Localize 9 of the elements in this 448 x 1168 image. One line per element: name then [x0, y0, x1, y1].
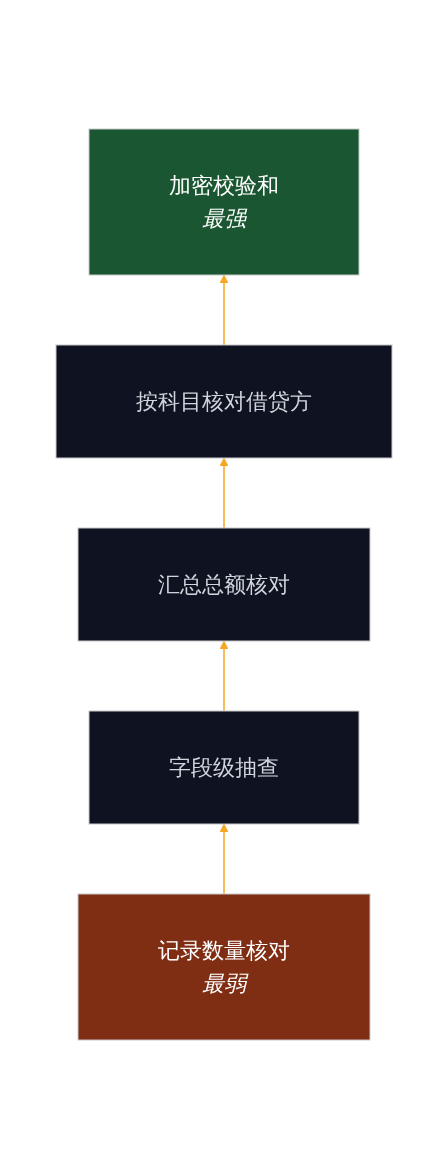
node-box: 按科目核对借贷方 — [55, 344, 393, 458]
node-box: 记录数量核对 最弱 — [77, 893, 371, 1040]
node-box: 汇总总额核对 — [77, 527, 371, 641]
arrow — [219, 457, 229, 529]
node-box: 字段级抽查 — [88, 710, 360, 824]
arrow — [219, 823, 229, 895]
arrow — [219, 274, 229, 346]
arrow — [219, 640, 229, 712]
node-box: 加密校验和 最强 — [88, 128, 360, 275]
